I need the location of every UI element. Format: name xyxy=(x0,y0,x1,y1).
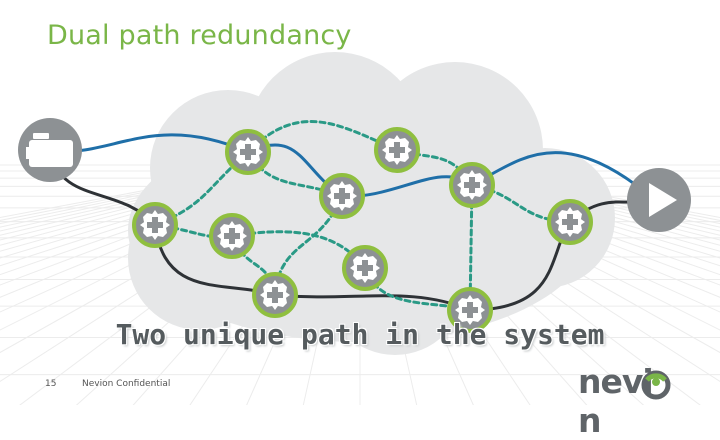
slide: Dual path redundancy Two unique path in … xyxy=(0,20,720,440)
router-icon xyxy=(350,253,380,283)
router-node xyxy=(252,272,298,318)
router-icon xyxy=(260,280,290,310)
source-endpoint xyxy=(18,118,82,182)
router-icon xyxy=(455,295,485,325)
router-icon xyxy=(233,137,263,167)
router-icon xyxy=(140,210,170,240)
router-node xyxy=(132,202,178,248)
router-node xyxy=(449,162,495,208)
router-node-body xyxy=(547,199,593,245)
video-camera-icon xyxy=(26,133,73,167)
router-node-body xyxy=(447,287,493,333)
router-node xyxy=(342,245,388,291)
router-icon xyxy=(327,181,357,211)
router-node-body xyxy=(319,173,365,219)
router-icon xyxy=(457,170,487,200)
router-node-body xyxy=(209,213,255,259)
logo-o-mark xyxy=(641,370,671,400)
footer-confidential: Nevion Confidential xyxy=(82,379,171,389)
router-node-body xyxy=(225,129,271,175)
router-icon xyxy=(555,207,585,237)
router-icon xyxy=(217,221,247,251)
router-node-body xyxy=(342,245,388,291)
router-node-body xyxy=(132,202,178,248)
destination-endpoint xyxy=(627,168,691,232)
router-icon xyxy=(382,135,412,165)
router-node xyxy=(447,287,493,333)
grid-line xyxy=(0,149,361,219)
diagram-caption: Two unique path in the system xyxy=(115,318,605,351)
network-diagram xyxy=(18,52,691,355)
router-node-body xyxy=(449,162,495,208)
router-node xyxy=(547,199,593,245)
play-icon xyxy=(649,183,677,217)
router-node xyxy=(319,173,365,219)
router-node xyxy=(225,129,271,175)
router-node xyxy=(374,127,420,173)
page-number: 15 xyxy=(45,379,57,389)
grid-line xyxy=(0,149,361,221)
link-node-b-node-d xyxy=(246,120,399,154)
router-nodes xyxy=(132,127,593,333)
router-node-body xyxy=(252,272,298,318)
nevion-logo: nevin xyxy=(578,362,680,440)
slide-title: Dual path redundancy xyxy=(47,20,352,51)
router-node xyxy=(209,213,255,259)
router-node-body xyxy=(374,127,420,173)
cloud-shape xyxy=(128,52,615,355)
link-node-g-node-h xyxy=(273,293,472,312)
